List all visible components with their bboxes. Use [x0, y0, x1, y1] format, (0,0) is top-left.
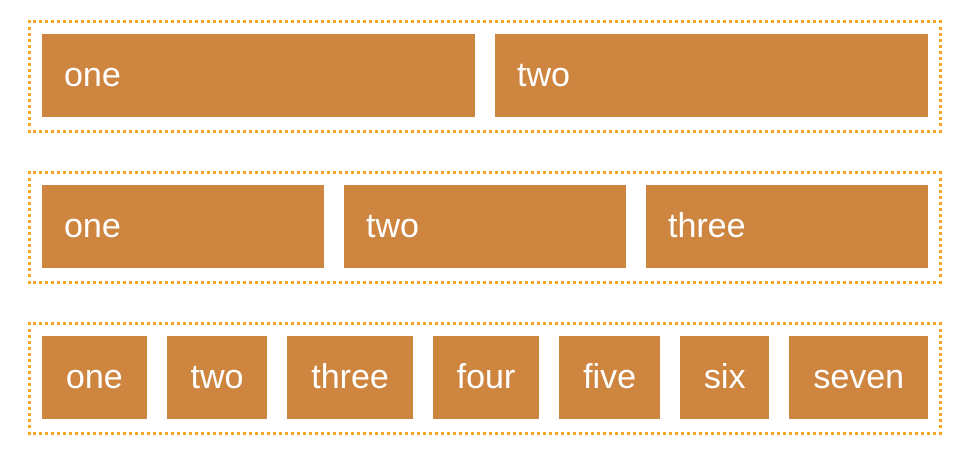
- flex-item: six: [679, 336, 770, 419]
- flex-item: five: [559, 336, 660, 419]
- flex-item: one: [42, 336, 147, 419]
- flex-item: two: [166, 336, 268, 419]
- flex-item: three: [646, 185, 928, 268]
- flex-item: seven: [789, 336, 928, 419]
- flex-item: four: [432, 336, 540, 419]
- flex-container-two-items: one two: [28, 20, 942, 133]
- flex-item: two: [495, 34, 928, 117]
- flex-item: one: [42, 34, 475, 117]
- flex-item: two: [344, 185, 626, 268]
- flex-container-seven-items: one two three four five six seven: [28, 322, 942, 435]
- flex-container-three-items: one two three: [28, 171, 942, 284]
- flex-item: three: [287, 336, 413, 419]
- flex-item: one: [42, 185, 324, 268]
